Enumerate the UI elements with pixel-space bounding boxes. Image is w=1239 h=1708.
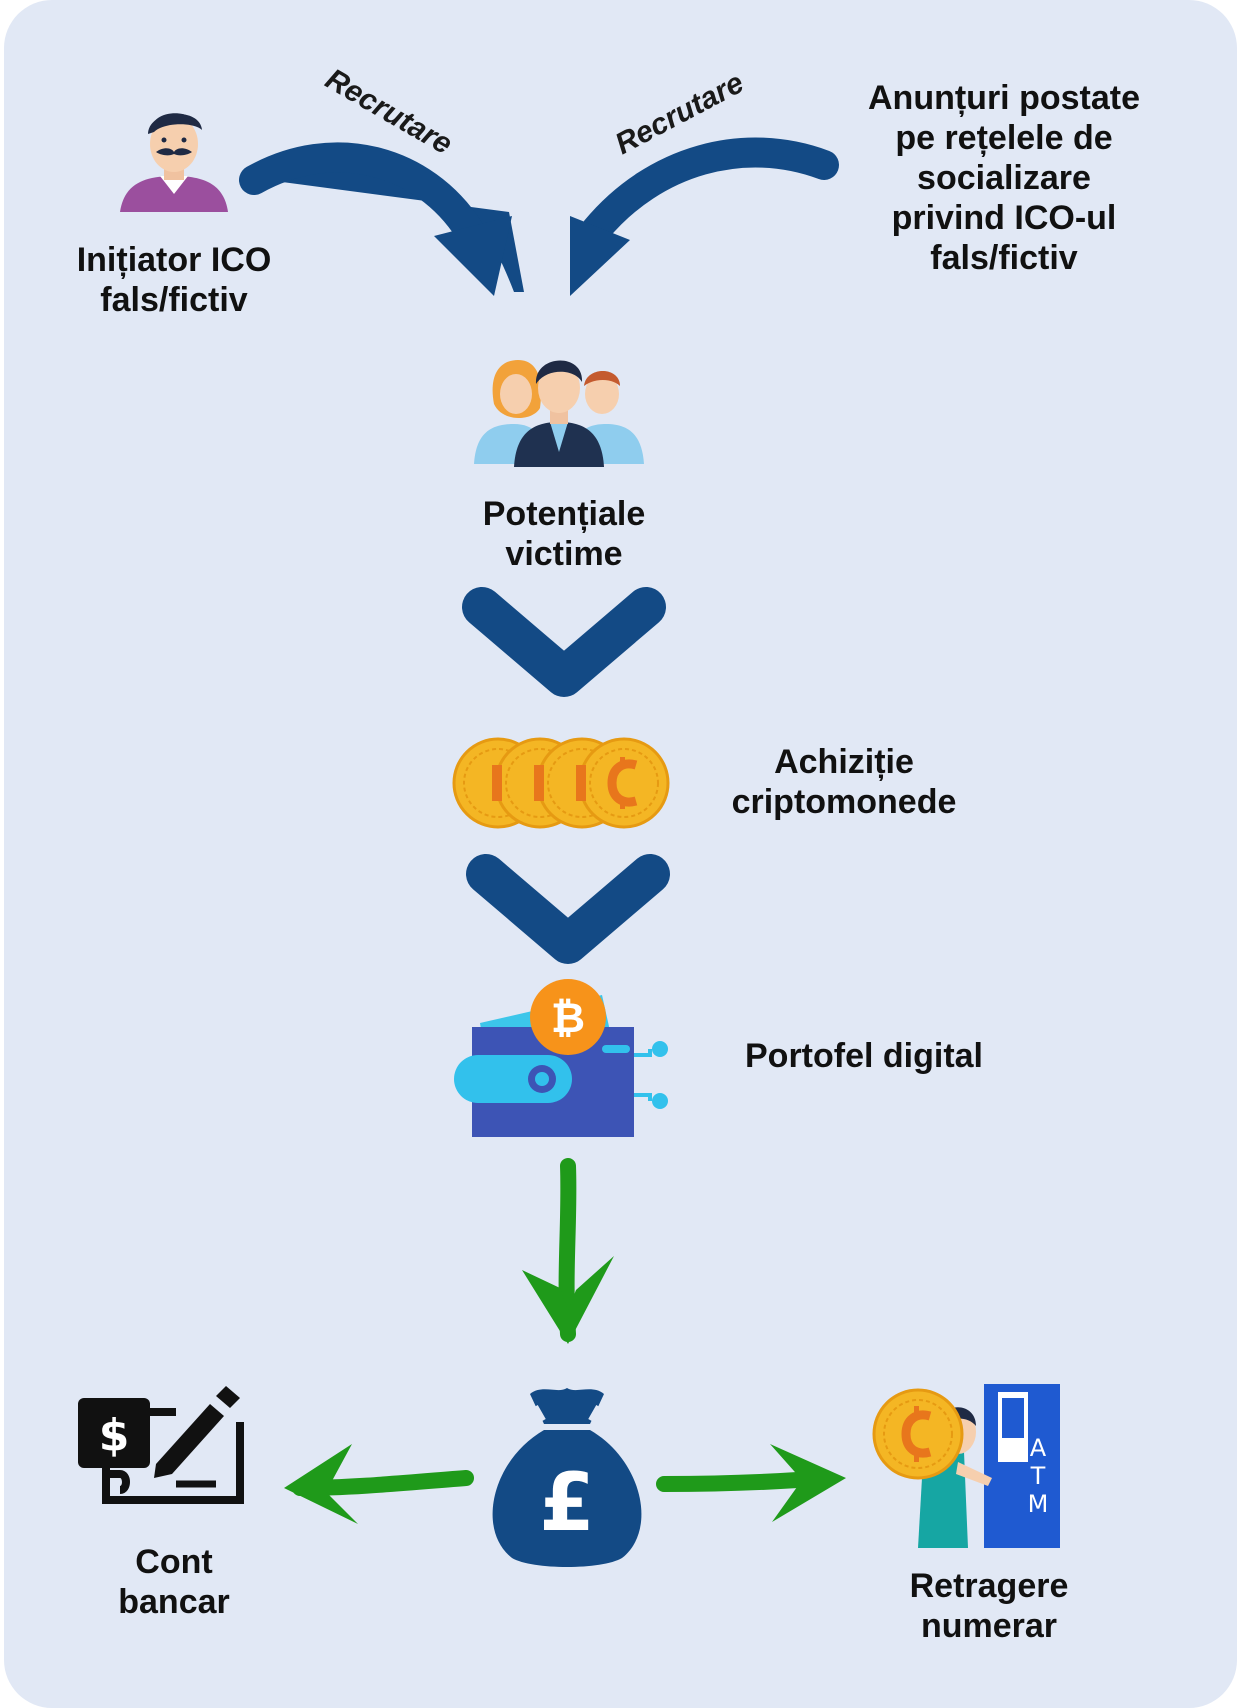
recruit-arrow-right-head [570,216,630,296]
pound-money-bag-icon: £ [492,1388,642,1567]
green-arrow-left [284,1444,474,1524]
svg-text:A: A [1030,1434,1047,1462]
crypto-purchase-label: Achiziție criptomonede [731,743,957,821]
people-group-icon [474,360,644,467]
svg-text:$: $ [99,1410,130,1461]
green-arrow-down [522,1158,614,1344]
initiator-label: Inițiator ICO fals/fictiv [76,241,272,319]
diagram-canvas: Recrutare Recrutare Inițiator ICO fals/f… [4,0,1237,1708]
chevron-down-icon [466,854,670,964]
svg-text:₿: ₿ [551,993,585,1042]
bitcoin-wallet-icon: ₿ [454,979,668,1137]
crypto-coins-icon [452,737,670,829]
man-with-mustache-icon [120,113,228,212]
atm-withdrawal-icon: A T M [872,1384,1060,1548]
social-media-ads-label: Anunțuri postate pe rețelele de socializ… [868,79,1140,277]
recruit-arrow-right-shaft [581,137,839,245]
bank-account-label: Cont bancar [118,1543,230,1621]
bank-cheque-icon: $ [78,1386,244,1504]
green-arrow-right [656,1444,846,1522]
chevron-down-icon [462,587,666,697]
svg-text:£: £ [539,1456,595,1549]
svg-text:T: T [1030,1462,1046,1490]
recruit-arrow-left-head [434,216,512,296]
svg-text:M: M [1028,1490,1049,1518]
digital-wallet-label: Portofel digital [745,1037,983,1075]
potential-victims-label: Potențiale victime [482,495,646,573]
recruitment-arrows: Recrutare Recrutare [239,62,839,296]
cash-withdrawal-label: Retragere numerar [909,1567,1069,1645]
recruit-arrow-left-shaft [239,142,484,245]
